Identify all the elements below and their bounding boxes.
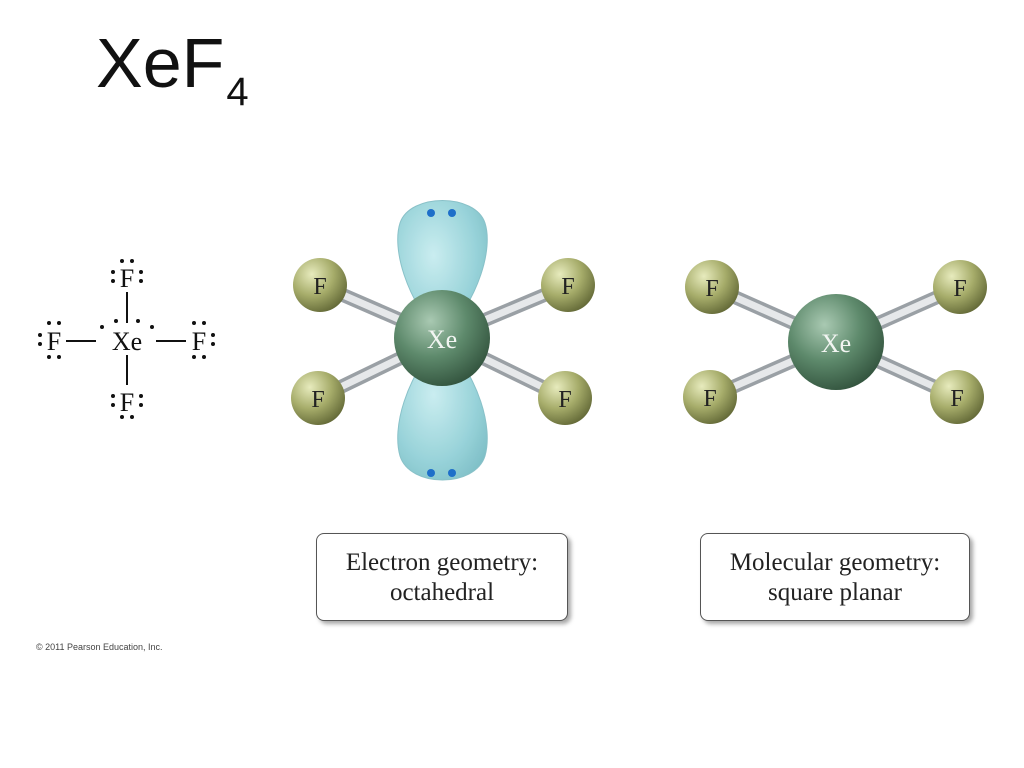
f-atom-lower-left: [291, 371, 345, 425]
lewis-atom-f-left: F: [47, 327, 61, 356]
xe-label: Xe: [427, 325, 457, 354]
f-label-lower-right: F: [950, 386, 963, 412]
molecular-geometry-caption-line1: Molecular geometry:: [729, 549, 941, 576]
electron-geometry-caption-line1: Electron geometry:: [345, 549, 539, 576]
title-subscript: 4: [226, 70, 249, 114]
title-main: XeF: [96, 24, 225, 102]
f-label-upper-right: F: [953, 276, 966, 302]
f-atom-upper-left: [293, 258, 347, 312]
molecular-geometry-model: F F F F Xe: [683, 260, 987, 424]
electron-geometry-caption-line2: octahedral: [389, 579, 495, 606]
lone-pair-dot: [427, 469, 435, 477]
lewis-atom-f-right: F: [192, 327, 206, 356]
f-label-upper-left: F: [705, 276, 718, 302]
xe-label: Xe: [821, 329, 851, 358]
lewis-lone-pairs: [38, 259, 215, 419]
f-atom-lower-right: [538, 371, 592, 425]
f-label-upper-right: F: [561, 274, 574, 300]
f-atom-upper-right: [541, 258, 595, 312]
f-label-lower-left: F: [311, 387, 324, 413]
xe-atom: [394, 290, 490, 386]
lewis-structure: Xe F F F F: [38, 259, 215, 419]
copyright-notice: © 2011 Pearson Education, Inc.: [36, 642, 163, 652]
lone-pair-dot: [448, 469, 456, 477]
f-label-upper-left: F: [313, 274, 326, 300]
f-atom-upper-right: [933, 260, 987, 314]
lone-pair-dot: [427, 209, 435, 217]
lewis-atom-f-top: F: [120, 264, 134, 293]
xe-atom: [788, 294, 884, 390]
f-atom-lower-left: [683, 370, 737, 424]
lone-pair-dot: [448, 209, 456, 217]
f-label-lower-left: F: [703, 386, 716, 412]
f-label-lower-right: F: [558, 387, 571, 413]
f-atom-upper-left: [685, 260, 739, 314]
lewis-atom-f-bottom: F: [120, 388, 134, 417]
electron-geometry-model: F F F F Xe: [291, 200, 595, 481]
molecular-geometry-caption-line2: square planar: [768, 579, 902, 606]
lewis-atom-xe: Xe: [112, 327, 142, 356]
page-title: XeF4: [96, 28, 249, 112]
molecular-geometry-caption: Molecular geometry: square planar: [700, 533, 970, 621]
f-atom-lower-right: [930, 370, 984, 424]
electron-geometry-caption: Electron geometry: octahedral: [316, 533, 568, 621]
